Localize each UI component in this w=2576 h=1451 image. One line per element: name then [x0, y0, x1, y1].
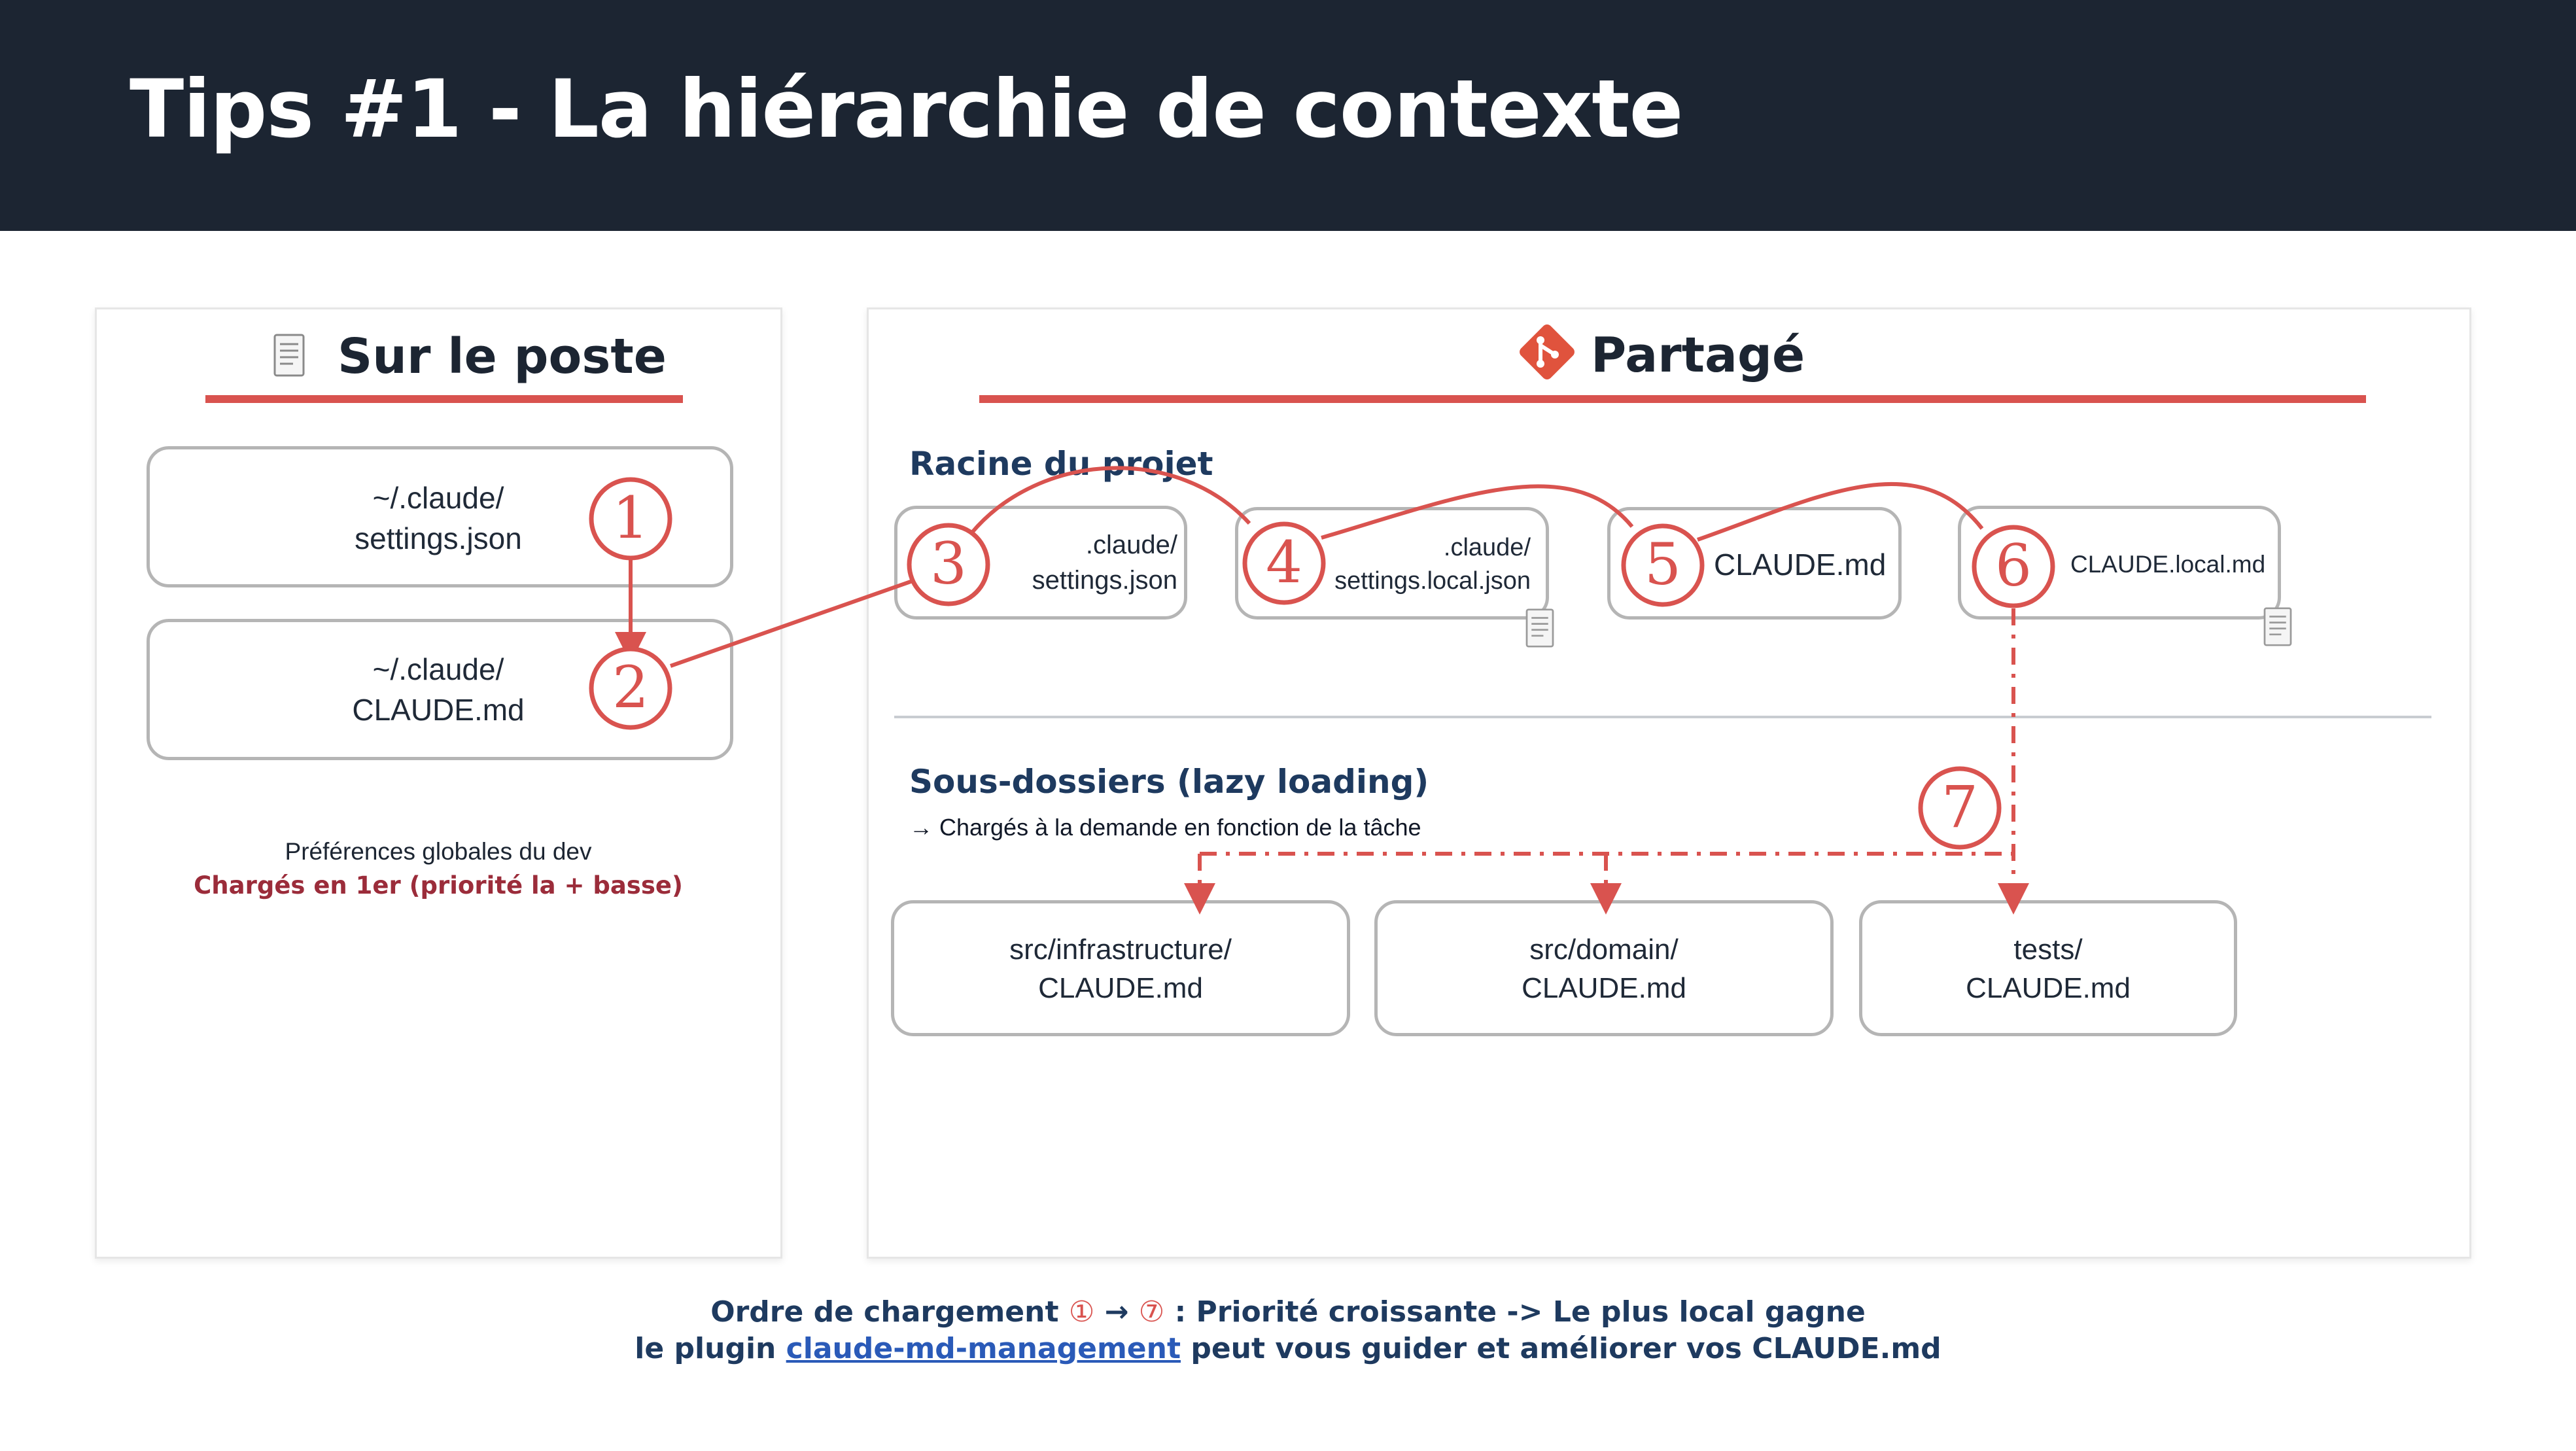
project-claude-md-line1: CLAUDE.md — [1714, 548, 1887, 582]
step-1-badge: 1 — [589, 477, 672, 561]
tests-claude-md-box — [1859, 900, 2237, 1036]
loading-order-arrow: → — [1104, 1295, 1129, 1329]
step-4-badge: 4 — [1242, 521, 1326, 605]
header-bar: Tips #1 - La hiérarchie de contexte — [0, 0, 2576, 231]
section-divider — [894, 716, 2431, 718]
loading-order-suffix: : Priorité croissante -> Le plus local g… — [1174, 1295, 1866, 1329]
step-7-label: 7 — [1941, 773, 1978, 841]
infra-line2: CLAUDE.md — [1038, 972, 1203, 1005]
plugin-note: le plugin claude-md-management peut vous… — [0, 1332, 2576, 1365]
step-3-label: 3 — [930, 530, 967, 597]
project-settings-line2: settings.json — [1032, 566, 1177, 595]
step-6-badge: 6 — [1972, 525, 2055, 608]
domain-claude-md-text: src/domain/ CLAUDE.md — [1374, 930, 1834, 1008]
loading-order-last: ⑦ — [1138, 1295, 1165, 1329]
project-settings-text: .claude/ settings.json — [981, 527, 1177, 598]
step-4-label: 4 — [1266, 529, 1302, 596]
local-panel-title: Sur le poste — [338, 328, 667, 385]
link-4-to-5 — [1321, 484, 1634, 540]
page-title: Tips #1 - La hiérarchie de contexte — [130, 63, 1683, 156]
tests-claude-md-text: tests/ CLAUDE.md — [1859, 930, 2237, 1008]
local-note-line1: Préférences globales du dev — [285, 838, 592, 865]
document-icon — [273, 334, 305, 379]
step-1-label: 1 — [612, 484, 649, 551]
step-5-label: 5 — [1645, 531, 1681, 598]
global-claude-md-line2: CLAUDE.md — [352, 693, 525, 727]
project-claude-md-text: CLAUDE.md — [1714, 544, 1890, 585]
loading-order-prefix: Ordre de chargement — [710, 1295, 1059, 1329]
subfolders-label: Sous-dossiers (lazy loading) — [909, 763, 1429, 801]
project-local-settings-text: .claude/ settings.local.json — [1321, 531, 1531, 599]
shared-title-underline — [979, 395, 2366, 403]
project-claude-local-text: CLAUDE.local.md — [2070, 548, 2267, 581]
domain-line2: CLAUDE.md — [1522, 972, 1686, 1005]
domain-line1: src/domain/ — [1529, 934, 1679, 966]
step-2-badge: 2 — [589, 646, 672, 730]
shared-panel-title: Partagé — [1591, 327, 1805, 383]
project-local-settings-line2: settings.local.json — [1334, 567, 1531, 595]
step-3-badge: 3 — [907, 523, 990, 606]
plugin-note-suffix: peut vous guider et améliorer vos CLAUDE… — [1191, 1332, 1941, 1365]
global-settings-text: ~/.claude/ settings.json — [301, 478, 576, 559]
infra-claude-md-text: src/infrastructure/ CLAUDE.md — [891, 930, 1350, 1008]
link-3-to-4 — [969, 466, 1251, 534]
global-settings-line1: ~/.claude/ — [372, 481, 504, 515]
global-settings-line2: settings.json — [355, 521, 522, 556]
project-local-settings-line1: .claude/ — [1443, 534, 1531, 561]
infra-claude-md-box — [891, 900, 1350, 1036]
step-6-label: 6 — [1995, 532, 2032, 599]
local-panel-note: Préférences globales du dev Chargés en 1… — [144, 835, 733, 903]
document-icon — [1525, 608, 1554, 650]
plugin-note-prefix: le plugin — [635, 1332, 776, 1365]
document-icon — [2263, 607, 2292, 649]
subfolders-note: → Chargés à la demande en fonction de la… — [909, 814, 1421, 841]
step-5-badge: 5 — [1621, 523, 1705, 607]
shared-panel — [867, 307, 2471, 1259]
global-claude-md-text: ~/.claude/ CLAUDE.md — [301, 649, 576, 730]
infra-line1: src/infrastructure/ — [1009, 934, 1232, 966]
link-2-to-3 — [670, 579, 913, 668]
local-note-line2: Chargés en 1er (priorité la + basse) — [194, 871, 683, 900]
global-claude-md-line1: ~/.claude/ — [372, 652, 504, 686]
loading-order-note: Ordre de chargement ① → ⑦ : Priorité cro… — [0, 1295, 2576, 1329]
step-2-label: 2 — [612, 654, 649, 721]
git-icon — [1514, 319, 1580, 387]
loading-order-first: ① — [1068, 1295, 1095, 1329]
local-title-underline — [205, 395, 683, 403]
tests-line2: CLAUDE.md — [1966, 972, 2131, 1005]
tests-line1: tests/ — [2013, 934, 2083, 966]
project-claude-local-line1: CLAUDE.local.md — [2070, 551, 2266, 578]
link-5-to-6 — [1697, 481, 1984, 542]
project-settings-line1: .claude/ — [1085, 531, 1177, 559]
step-7-badge: 7 — [1918, 766, 2002, 850]
plugin-link[interactable]: claude-md-management — [786, 1332, 1181, 1365]
